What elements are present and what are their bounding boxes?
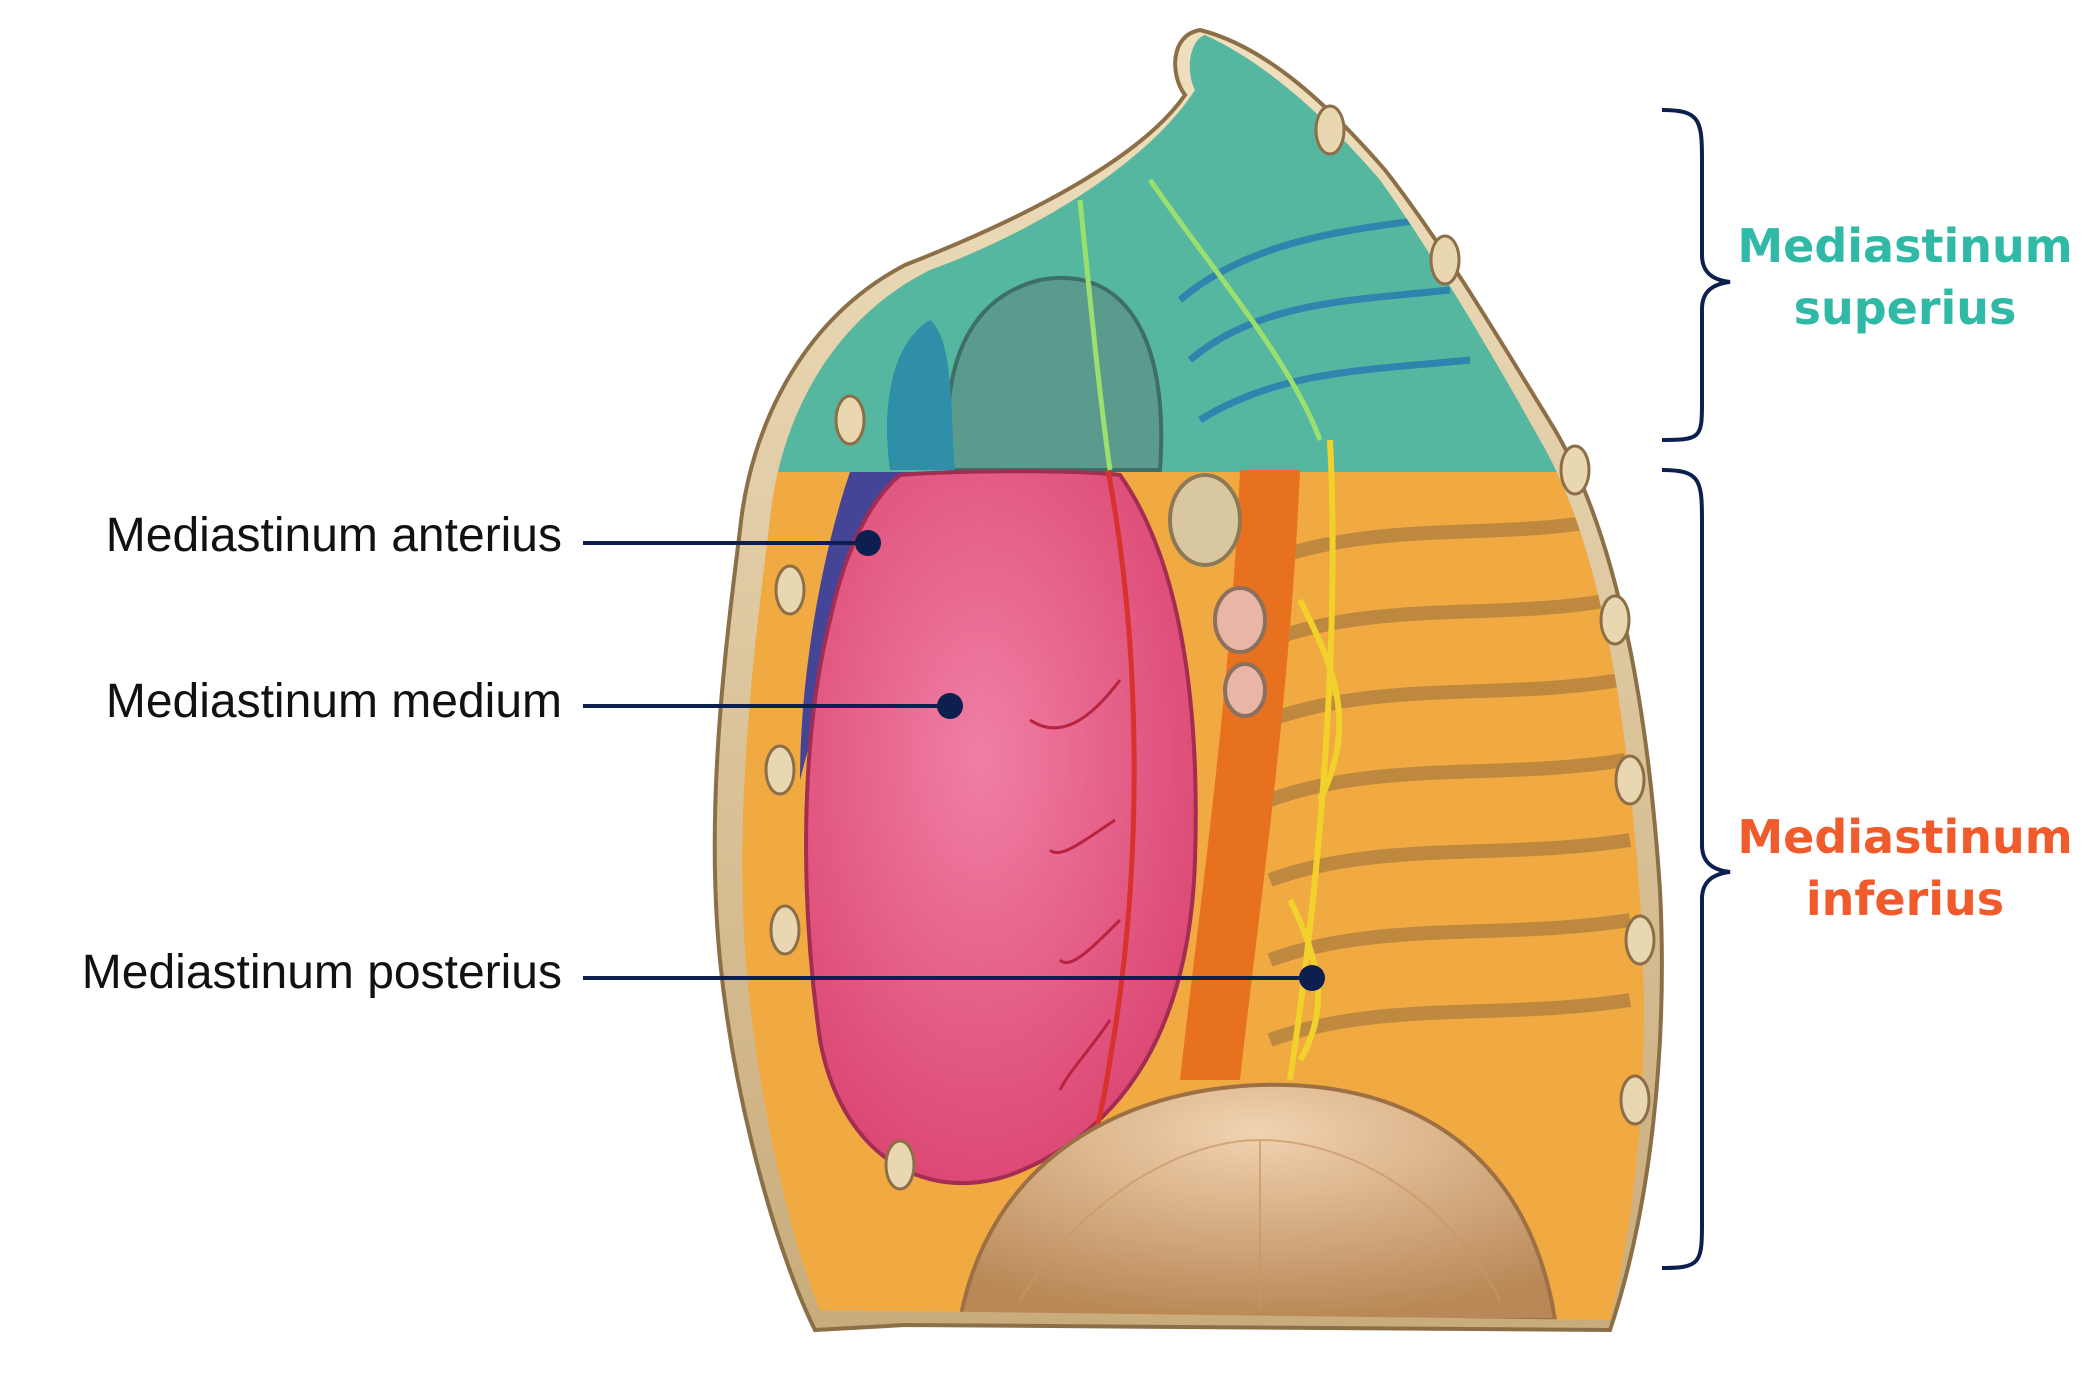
region-title-superius-line1: Mediastinum xyxy=(1737,219,2073,273)
anterior-region-overlay xyxy=(800,472,930,780)
brace-superius xyxy=(1661,108,1731,442)
brace-inferius xyxy=(1661,468,1731,1270)
region-title-superius: Mediastinum superius xyxy=(1735,215,2075,339)
label-medium: Mediastinum medium xyxy=(105,675,562,728)
heart xyxy=(804,469,1198,1186)
region-title-superius-line2: superius xyxy=(1793,281,2017,335)
leader-posterius xyxy=(583,965,1325,991)
leader-medium xyxy=(583,693,963,719)
region-title-inferius-line2: inferius xyxy=(1805,872,2005,926)
label-posterius: Mediastinum posterius xyxy=(81,946,562,999)
region-title-inferius: Mediastinum inferius xyxy=(1735,806,2075,930)
label-anterius: Mediastinum anterius xyxy=(105,509,562,562)
region-title-inferius-line1: Mediastinum xyxy=(1737,810,2073,864)
leader-anterius xyxy=(583,530,881,556)
diaphragm xyxy=(957,1082,1558,1320)
